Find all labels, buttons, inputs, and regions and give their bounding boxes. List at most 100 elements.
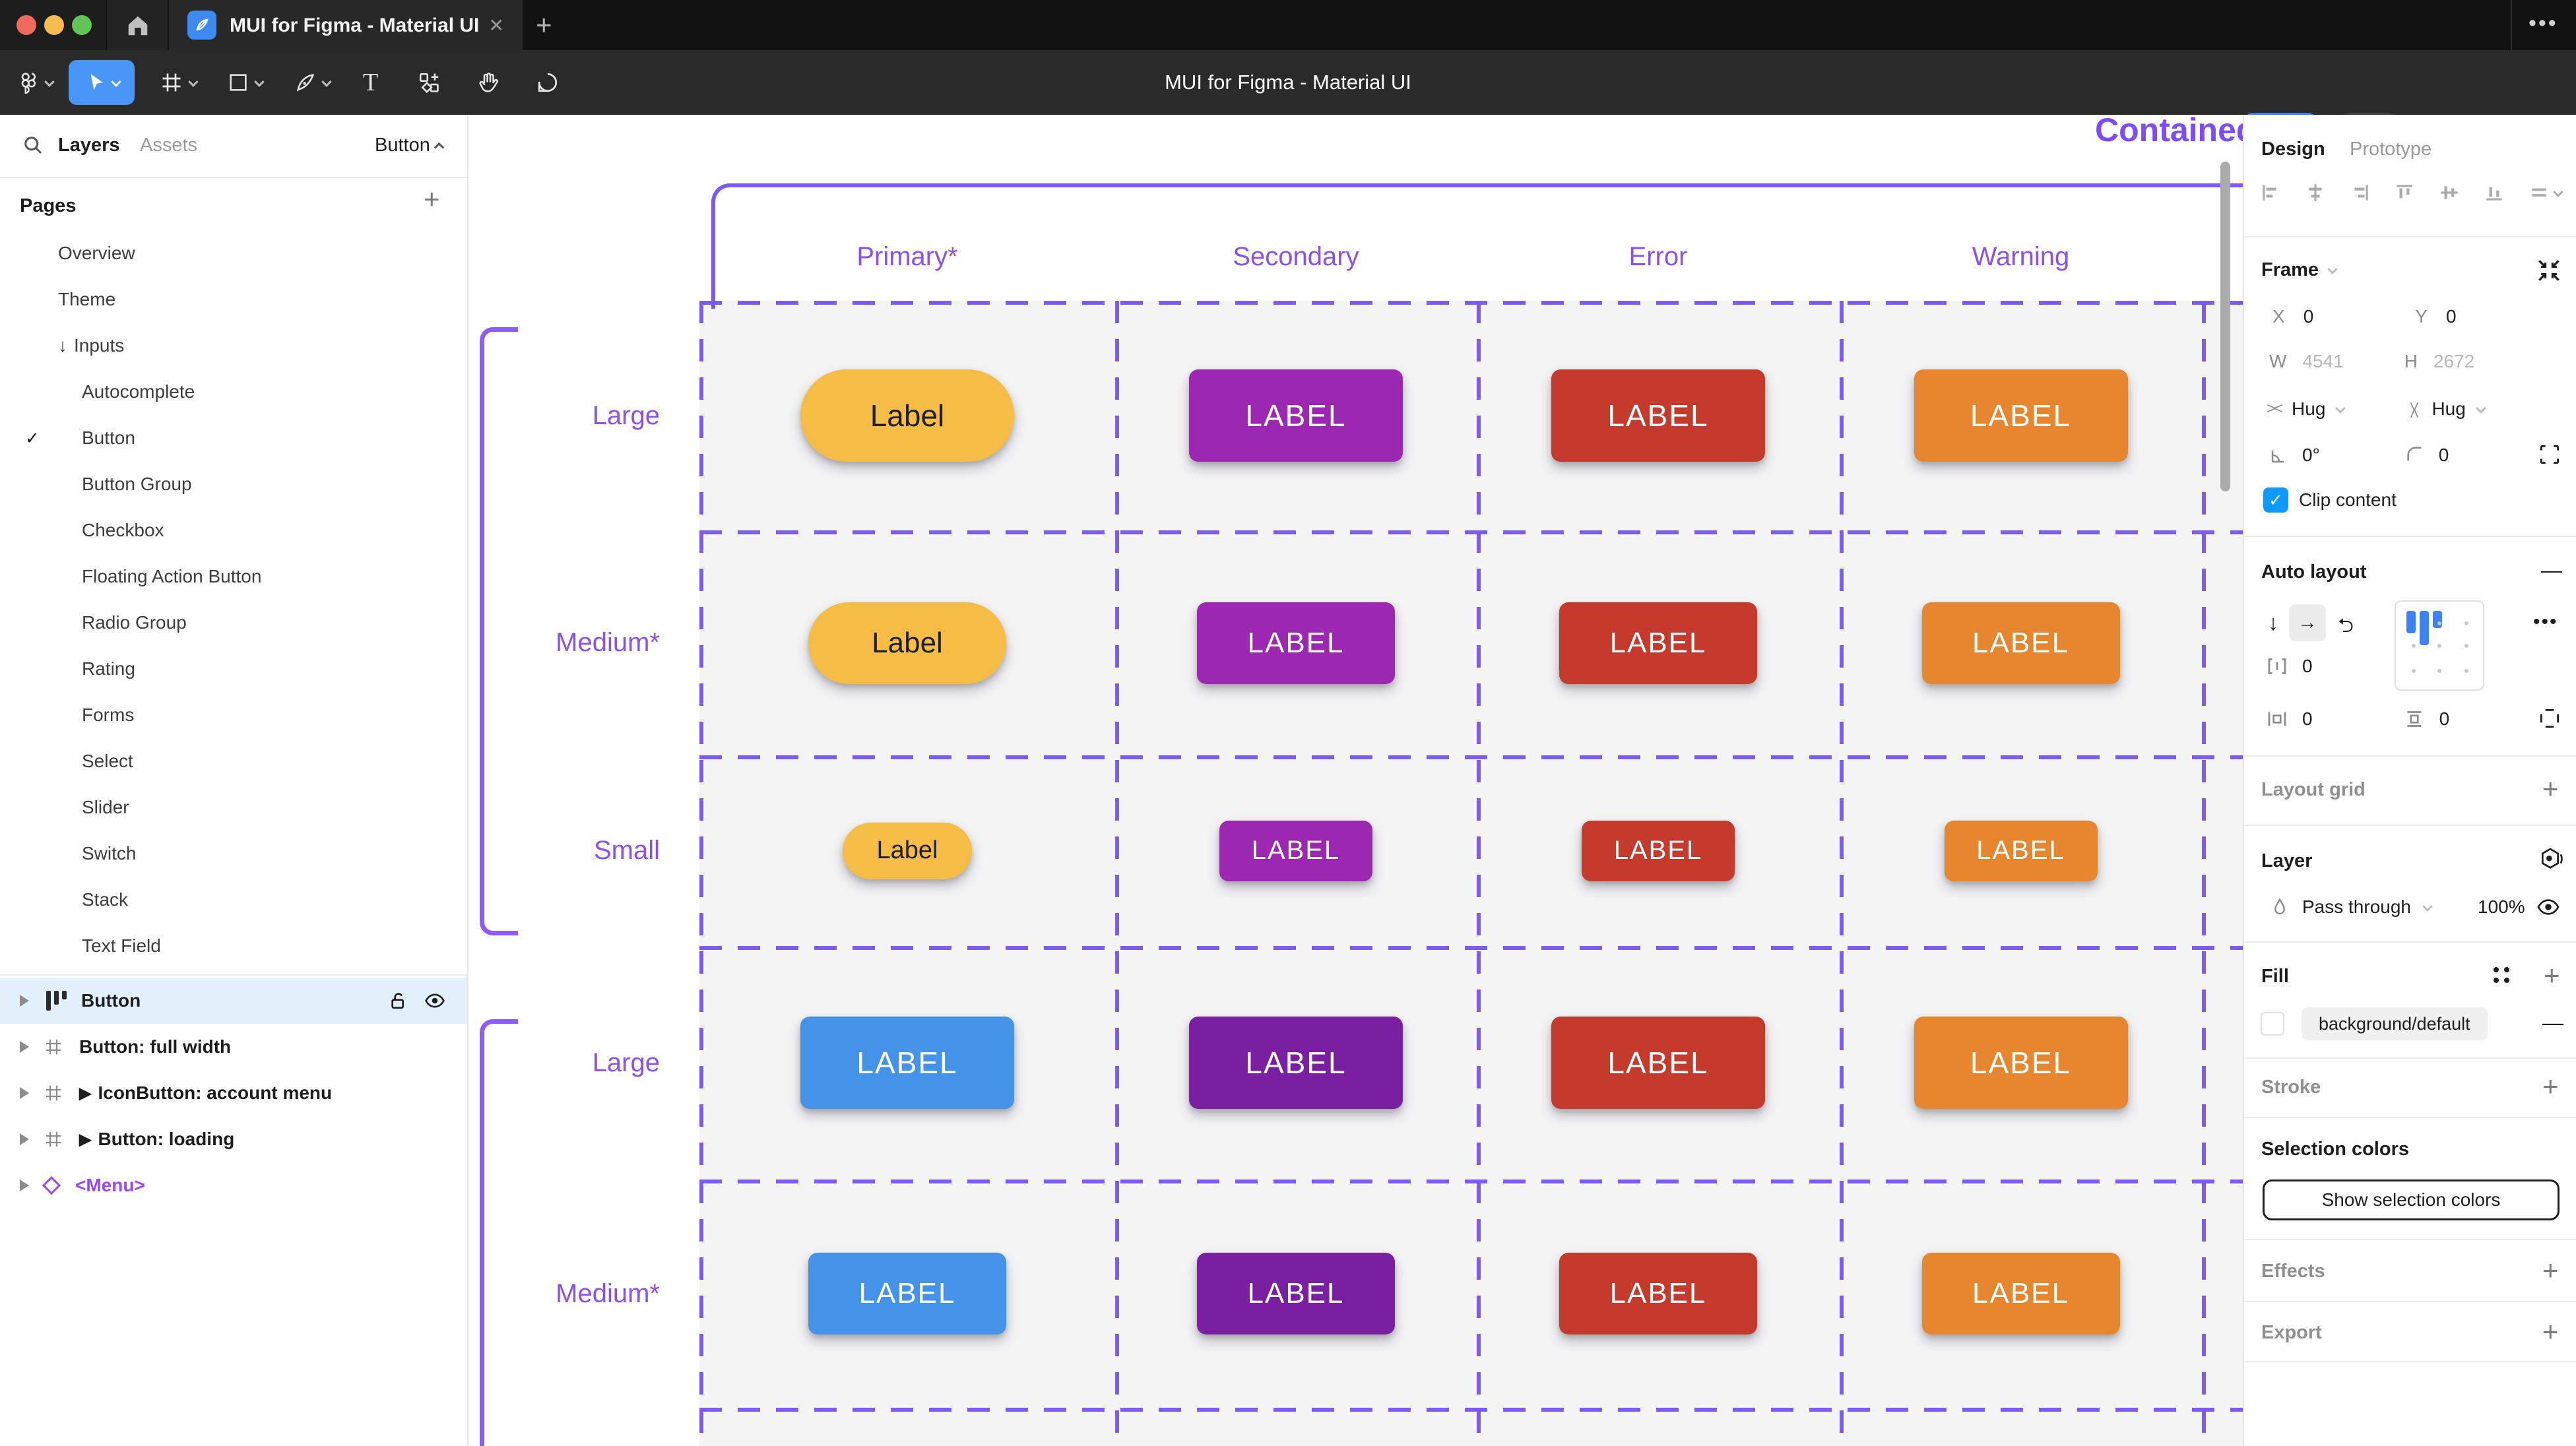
move-tool-selected[interactable] (69, 60, 135, 105)
page-item-select[interactable]: Select (82, 751, 133, 771)
lock-open-icon[interactable] (388, 990, 409, 1011)
button-primary-large-contained[interactable]: LABEL (800, 1017, 1014, 1109)
button-warning-large-contained[interactable]: LABEL (1914, 1017, 2128, 1109)
chevron-right-icon[interactable] (20, 1041, 29, 1053)
chevron-right-icon[interactable] (20, 995, 29, 1007)
x-value[interactable]: 0 (2303, 306, 2314, 327)
button-primary-small[interactable]: Label (843, 822, 972, 879)
add-page-button[interactable]: + (424, 183, 440, 214)
vertical-padding-value[interactable]: 0 (2439, 708, 2450, 729)
page-item-stack[interactable]: Stack (82, 889, 129, 910)
hand-tool[interactable] (476, 50, 500, 115)
auto-layout-more-button[interactable]: ••• (2533, 611, 2558, 633)
main-menu-button[interactable] (17, 50, 55, 115)
button-error-medium[interactable]: LABEL (1559, 602, 1757, 684)
add-stroke-button[interactable]: + (2542, 1071, 2559, 1102)
page-item-checkbox[interactable]: Checkbox (82, 520, 164, 540)
remove-auto-layout-button[interactable]: — (2541, 558, 2562, 582)
page-item-forms[interactable]: Forms (82, 705, 135, 725)
y-value[interactable]: 0 (2445, 306, 2457, 327)
corner-radius-value[interactable]: 0 (2438, 445, 2449, 465)
close-tab-icon[interactable]: ✕ (488, 15, 504, 36)
page-item-switch[interactable]: Switch (82, 843, 137, 864)
button-error-small[interactable]: LABEL (1582, 820, 1735, 881)
shape-tool[interactable] (227, 50, 265, 115)
page-item-fab[interactable]: Floating Action Button (82, 566, 262, 586)
button-secondary-medium[interactable]: LABEL (1197, 602, 1395, 684)
chevron-right-icon[interactable] (20, 1179, 29, 1191)
pen-tool[interactable] (294, 50, 332, 115)
window-more-button[interactable]: ••• (2528, 11, 2558, 36)
vertical-sizing-value[interactable]: Hug (2431, 398, 2466, 419)
horizontal-sizing-value[interactable]: Hug (2292, 398, 2326, 419)
chevron-up-icon[interactable] (434, 142, 445, 153)
home-tab[interactable] (107, 0, 168, 50)
button-warning-small[interactable]: LABEL (1944, 820, 2098, 881)
tidy-up-button[interactable] (2528, 182, 2563, 203)
chevron-right-icon[interactable] (20, 1087, 29, 1099)
h-value[interactable]: 2672 (2433, 351, 2475, 371)
chevron-right-icon[interactable] (20, 1133, 29, 1145)
text-tool[interactable]: T (363, 69, 379, 96)
canvas-scrollbar[interactable] (2220, 162, 2230, 491)
page-chip[interactable]: Button (375, 135, 430, 156)
direction-right-selected[interactable]: → (2289, 604, 2326, 641)
add-export-button[interactable]: + (2542, 1316, 2559, 1347)
align-bottom-icon[interactable] (2484, 182, 2505, 203)
button-warning-large[interactable]: LABEL (1914, 369, 2128, 462)
page-item-overview[interactable]: Overview (58, 243, 135, 263)
button-primary-medium[interactable]: Label (808, 602, 1006, 684)
shrink-to-fit-icon[interactable] (2534, 256, 2563, 285)
clip-content-checkbox[interactable]: ✓ (2263, 487, 2288, 513)
independent-corners-icon[interactable] (2537, 442, 2562, 467)
eye-icon[interactable] (2536, 895, 2561, 920)
tab-design[interactable]: Design (2261, 139, 2325, 160)
page-item-theme[interactable]: Theme (58, 289, 116, 309)
button-error-large-contained[interactable]: LABEL (1551, 1017, 1765, 1109)
button-primary-large[interactable]: Label (800, 369, 1014, 462)
fill-color-swatch[interactable] (2261, 1012, 2284, 1036)
align-horizontal-center-icon[interactable] (2305, 182, 2326, 203)
show-selection-colors-button[interactable]: Show selection colors (2263, 1179, 2560, 1220)
eye-icon[interactable] (424, 990, 446, 1012)
page-item-text-field[interactable]: Text Field (82, 935, 161, 956)
page-item-rating[interactable]: Rating (82, 658, 135, 679)
opacity-value[interactable]: 100% (2478, 896, 2525, 917)
file-tab[interactable]: MUI for Figma - Material UI ✕ (169, 0, 523, 50)
horizontal-padding-value[interactable]: 0 (2302, 708, 2313, 729)
button-secondary-medium-contained[interactable]: LABEL (1197, 1253, 1395, 1335)
layer-row-iconbutton-account-menu[interactable]: ▶ IconButton: account menu (0, 1070, 467, 1116)
page-item-button[interactable]: ✓Button (25, 427, 135, 448)
frame-section-title[interactable]: Frame (2261, 259, 2319, 280)
button-warning-medium[interactable]: LABEL (1921, 602, 2120, 684)
gap-value[interactable]: 0 (2302, 656, 2313, 676)
align-right-icon[interactable] (2350, 182, 2371, 203)
alignment-grid[interactable] (2395, 600, 2484, 691)
button-secondary-large[interactable]: LABEL (1189, 369, 1403, 462)
add-layout-grid-button[interactable]: + (2542, 773, 2559, 804)
button-secondary-large-contained[interactable]: LABEL (1189, 1017, 1403, 1109)
new-tab-button[interactable]: + (536, 9, 552, 40)
page-item-slider[interactable]: Slider (82, 797, 129, 817)
layer-row-button-full-width[interactable]: Button: full width (0, 1024, 467, 1070)
layer-row-menu-instance[interactable]: <Menu> (0, 1162, 467, 1209)
styles-icon[interactable] (2494, 967, 2509, 983)
search-icon[interactable] (21, 133, 45, 157)
tab-prototype[interactable]: Prototype (2350, 139, 2432, 160)
direction-down-icon[interactable]: ↓ (2268, 611, 2278, 635)
layer-row-button-loading[interactable]: ▶ Button: loading (0, 1116, 467, 1162)
wrap-icon[interactable]: ⮌ (2338, 615, 2354, 637)
align-top-icon[interactable] (2394, 182, 2415, 203)
resources-tool[interactable] (417, 50, 441, 115)
tab-layers[interactable]: Layers (58, 135, 120, 156)
button-warning-medium-contained[interactable]: LABEL (1921, 1253, 2120, 1335)
page-item-inputs[interactable]: ↓Inputs (58, 335, 125, 356)
w-value[interactable]: 4541 (2302, 351, 2344, 371)
remove-fill-button[interactable]: — (2542, 1011, 2563, 1034)
button-error-large[interactable]: LABEL (1551, 369, 1765, 462)
add-fill-button[interactable]: + (2544, 960, 2560, 991)
add-effect-button[interactable]: + (2542, 1255, 2559, 1286)
button-secondary-small[interactable]: LABEL (1219, 820, 1372, 881)
tab-assets[interactable]: Assets (140, 135, 198, 156)
page-item-radio-group[interactable]: Radio Group (82, 612, 187, 633)
